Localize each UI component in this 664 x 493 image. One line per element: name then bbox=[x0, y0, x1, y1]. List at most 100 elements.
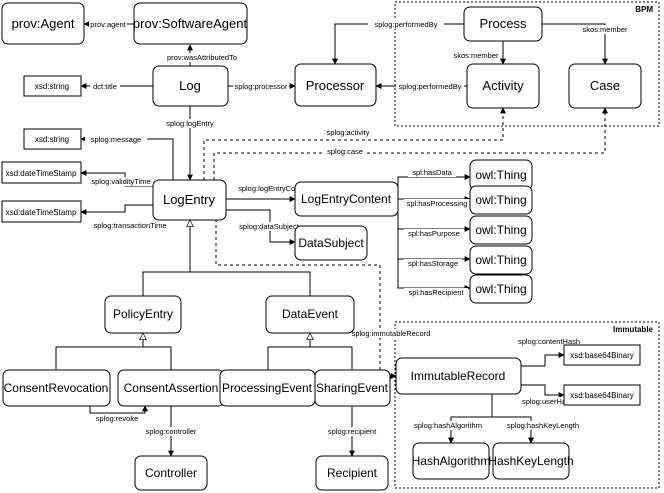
node-data-event: DataEvent bbox=[265, 295, 355, 334]
node-prov-agent-label: prov:Agent bbox=[12, 16, 75, 31]
node-owl-thing-data-label: owl:Thing bbox=[475, 168, 526, 182]
node-consent-revocation-label: ConsentRevocation bbox=[4, 381, 109, 395]
node-hash-algorithm: HashAlgorithm bbox=[412, 442, 491, 480]
node-owl-thing-storage: owl:Thing bbox=[469, 245, 533, 275]
node-processor: Processor bbox=[294, 63, 377, 107]
label-data-subject: splog:dataSubject bbox=[239, 222, 300, 231]
edge-revoke bbox=[89, 405, 148, 414]
immutable-group-title: Immutable bbox=[613, 325, 654, 334]
node-sharing-event-label: SharingEvent bbox=[316, 381, 389, 395]
node-immutable-record-label: ImmutableRecord bbox=[411, 369, 506, 383]
node-data-subject: DataSubject bbox=[294, 225, 368, 261]
node-log-entry-content-label: LogEntryContent bbox=[301, 192, 392, 206]
label-message: splog:message bbox=[91, 135, 141, 144]
node-xsd-string-title-label: xsd:string bbox=[35, 82, 69, 91]
node-xsd-b64-user-label: xsd:base64Binary bbox=[570, 391, 634, 400]
bpm-group bbox=[394, 1, 660, 127]
node-xsd-datetime-transaction-label: xsd:dateTimeStamp bbox=[6, 208, 77, 217]
node-hash-key-length-label: HashKeyLength bbox=[488, 454, 573, 468]
node-log: Log bbox=[152, 65, 229, 107]
edge-activity bbox=[203, 107, 506, 180]
label-has-storage: spl:hasStorage bbox=[408, 259, 458, 268]
node-owl-thing-purpose-label: owl:Thing bbox=[475, 223, 526, 237]
edge-process-performed-by bbox=[332, 23, 464, 65]
label-content-hash: splog:contentHash bbox=[518, 337, 580, 346]
node-xsd-b64-user: xsd:base64Binary bbox=[563, 384, 641, 406]
edge-case bbox=[213, 107, 608, 180]
node-data-event-label: DataEvent bbox=[282, 307, 339, 321]
label-has-recipient: spl:hasRecipient bbox=[408, 288, 464, 297]
node-policy-entry-label: PolicyEntry bbox=[113, 307, 173, 321]
node-hash-key-length: HashKeyLength bbox=[488, 442, 574, 480]
node-xsd-datetime-validity: xsd:dateTimeStamp bbox=[1, 161, 82, 184]
edge-transaction-time bbox=[80, 204, 164, 215]
node-owl-thing-purpose: owl:Thing bbox=[469, 215, 533, 245]
edge-message bbox=[80, 136, 174, 180]
bpm-group-title: BPM bbox=[635, 5, 653, 14]
node-recipient-label: Recipient bbox=[327, 466, 378, 480]
node-processing-event-label: ProcessingEvent bbox=[222, 381, 313, 395]
node-process-label: Process bbox=[480, 16, 527, 31]
edge-skos-member-case bbox=[542, 23, 608, 65]
label-log-entry-content: splog:logEntryContent bbox=[238, 184, 313, 193]
label-processor: splog:processor bbox=[235, 82, 288, 91]
node-xsd-string-message: xsd:string bbox=[23, 128, 82, 150]
label-activity: splog:activity bbox=[327, 128, 370, 137]
node-prov-software-agent-label: prov:SoftwareAgent bbox=[133, 16, 248, 31]
node-xsd-b64-content: xsd:base64Binary bbox=[563, 344, 641, 366]
node-controller: Controller bbox=[134, 455, 208, 491]
node-xsd-string-title: xsd:string bbox=[23, 75, 82, 97]
edge-subclass-join bbox=[142, 271, 311, 296]
edge-hash-algorithm bbox=[448, 394, 493, 444]
label-transaction-time: splog:transactionTime bbox=[93, 221, 166, 230]
node-owl-thing-processing-label: owl:Thing bbox=[475, 193, 526, 207]
label-recipient: splog:recipient bbox=[328, 427, 377, 436]
label-log-entry: splog:logEntry bbox=[166, 119, 214, 128]
node-activity: Activity bbox=[466, 63, 540, 109]
node-data-subject-label: DataSubject bbox=[298, 236, 364, 250]
edge-user-hash bbox=[521, 384, 565, 398]
edge-content-hash bbox=[521, 352, 565, 367]
node-xsd-b64-content-label: xsd:base64Binary bbox=[570, 351, 634, 360]
node-xsd-datetime-transaction: xsd:dateTimeStamp bbox=[1, 200, 82, 223]
edge-has-purpose bbox=[397, 205, 471, 232]
label-immutable-record: splog:immutableRecord bbox=[352, 329, 431, 338]
label-skos-member-case: skos:member bbox=[582, 25, 628, 34]
node-hash-algorithm-label: HashAlgorithm bbox=[412, 454, 491, 468]
node-policy-entry: PolicyEntry bbox=[104, 295, 182, 334]
node-consent-assertion: ConsentAssertion bbox=[117, 369, 225, 407]
label-case: splog:case bbox=[327, 147, 363, 156]
edge-has-recipient bbox=[397, 205, 471, 291]
node-prov-software-agent: prov:SoftwareAgent bbox=[133, 2, 248, 45]
node-xsd-string-message-label: xsd:string bbox=[35, 135, 69, 144]
label-prov-agent: prov:agent bbox=[90, 20, 126, 29]
node-log-label: Log bbox=[179, 78, 201, 93]
node-xsd-datetime-validity-label: xsd:dateTimeStamp bbox=[6, 169, 77, 178]
node-processor-label: Processor bbox=[306, 78, 365, 93]
label-dct-title: dct:title bbox=[93, 82, 117, 91]
label-process-performed-by: splog:performedBy bbox=[375, 20, 438, 29]
node-processing-event: ProcessingEvent bbox=[219, 369, 316, 407]
label-hash-algorithm: splog:hashAlgorithm bbox=[414, 421, 482, 430]
label-activity-performed-by: splog:performedBy bbox=[399, 82, 462, 91]
node-log-entry-content: LogEntryContent bbox=[294, 181, 399, 217]
node-activity-label: Activity bbox=[482, 78, 524, 93]
edge-subclass-policy-join bbox=[55, 346, 172, 370]
node-case-label: Case bbox=[590, 78, 620, 93]
label-has-processing: spl:hasProcessing bbox=[407, 199, 468, 208]
immutable-group bbox=[394, 321, 660, 489]
node-owl-thing-storage-label: owl:Thing bbox=[475, 253, 526, 267]
label-was-attributed-to: prov:wasAttributedTo bbox=[167, 53, 237, 62]
label-controller: splog:controller bbox=[146, 427, 197, 436]
node-prov-agent: prov:Agent bbox=[1, 2, 85, 45]
node-process: Process bbox=[463, 6, 543, 42]
node-case: Case bbox=[568, 63, 642, 109]
node-immutable-record: ImmutableRecord bbox=[395, 357, 522, 395]
label-has-purpose: spl:hasPurpose bbox=[408, 229, 460, 238]
label-hash-key-length: splog:hashKeyLength bbox=[507, 421, 579, 430]
node-owl-thing-recipient-label: owl:Thing bbox=[475, 282, 526, 296]
label-user-hash: splog:userHash bbox=[522, 397, 574, 406]
edge-has-data bbox=[397, 174, 471, 191]
